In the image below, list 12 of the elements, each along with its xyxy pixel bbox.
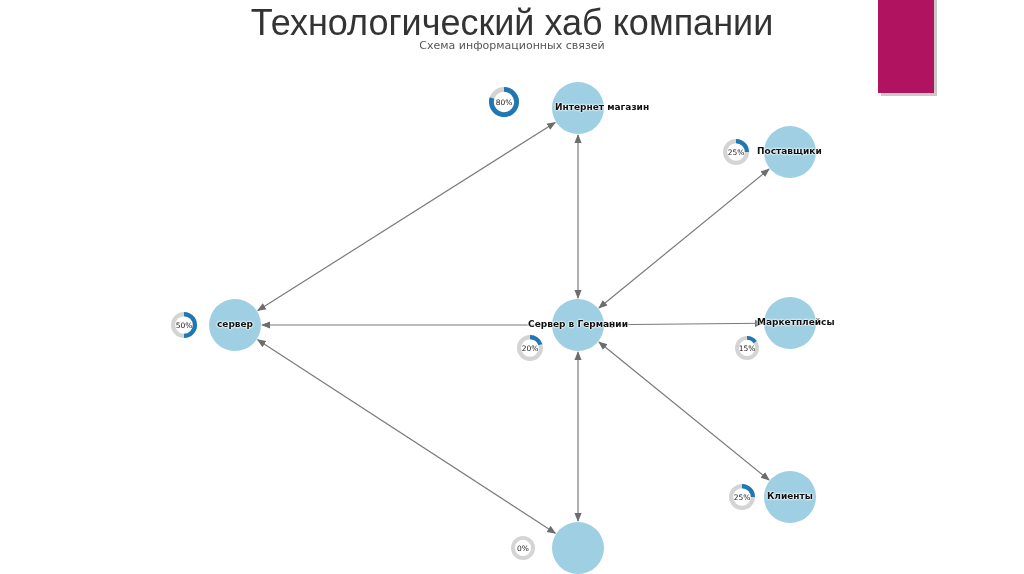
node-label: Интернет магазин [555,102,650,113]
node-label: сервер [216,319,254,330]
subtitle: Схема информационных связей [419,39,605,52]
node-label: Поставщики [757,146,822,157]
arrow [256,339,557,534]
arrow [574,351,582,522]
arrow [598,168,770,309]
arrow [598,341,770,481]
node-label: Клиенты [767,491,813,502]
arrow [257,121,556,312]
arrow [574,134,582,299]
node-label: Маркетплейсы [757,317,835,328]
